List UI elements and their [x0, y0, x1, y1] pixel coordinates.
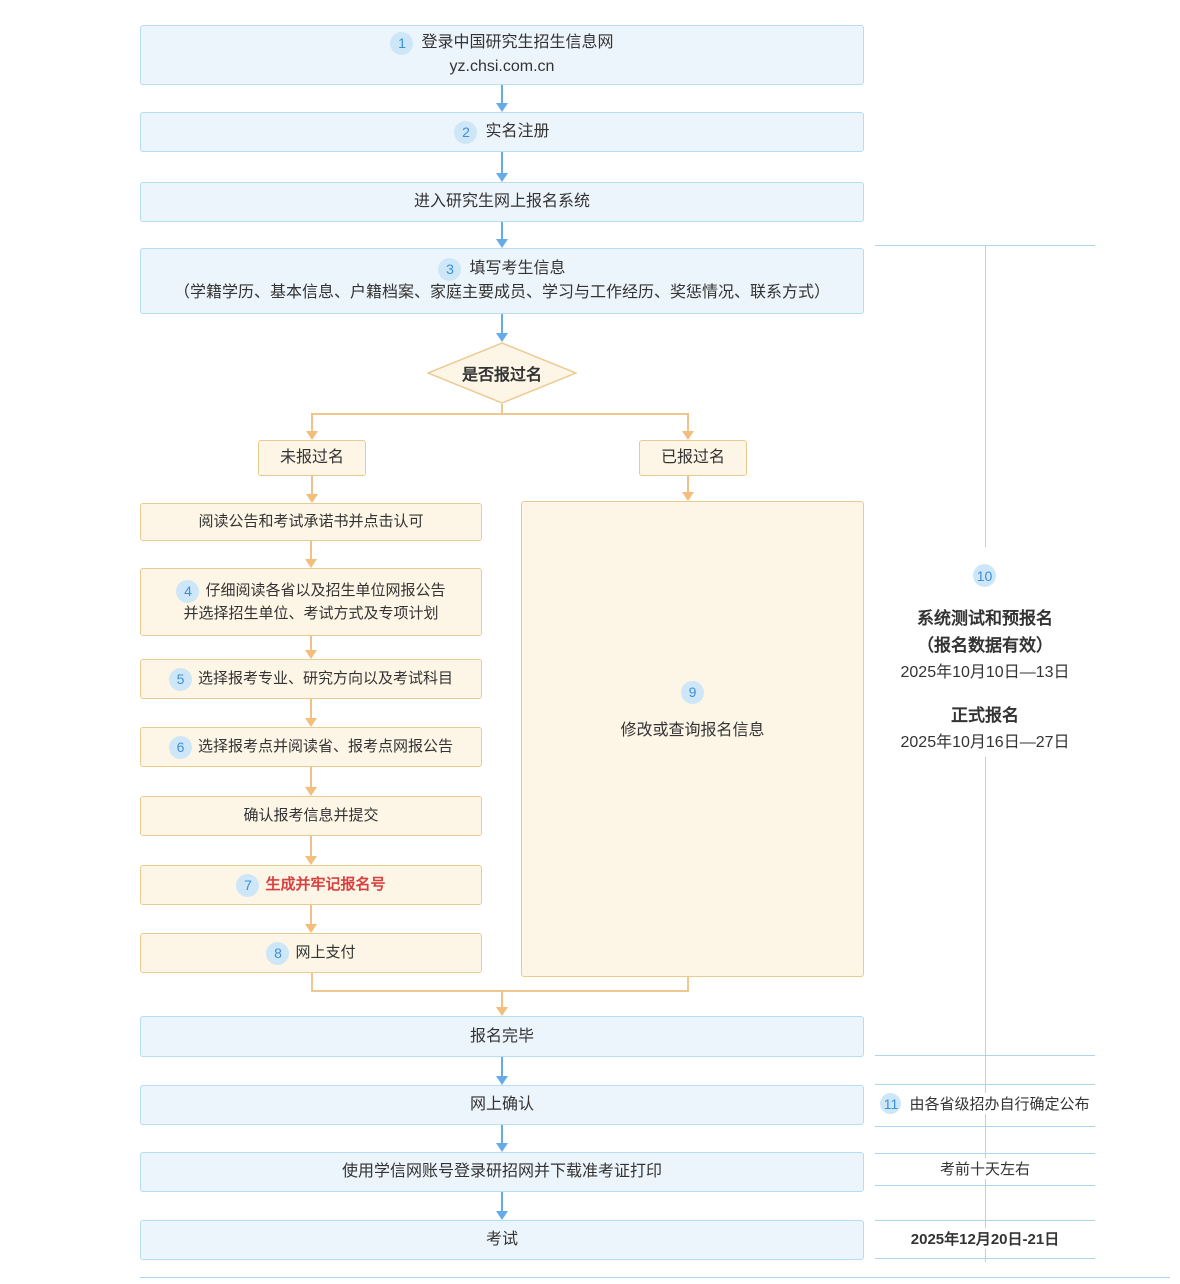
step4-line2: 并选择招生单位、考试方式及专项计划 [183, 604, 439, 622]
sidebar-divider [875, 1220, 1095, 1221]
step8-number-badge: 8 [266, 941, 290, 965]
section10-block: 系统测试和预报名 （报名数据有效） 2025年10月10日—13日 正式报名 2… [860, 605, 1110, 756]
confirm-submit-box: 确认报考信息并提交 [140, 796, 482, 836]
sidebar-divider [875, 1258, 1095, 1259]
exam-label: 考试 [485, 1231, 518, 1248]
step4-line1: 仔细阅读各省以及招生单位网报公告 [205, 582, 446, 599]
step6-label: 选择报考点并阅读省、报考点网报公告 [197, 738, 453, 755]
enter-system-label: 进入研究生网上报名系统 [413, 193, 590, 210]
step8-box: 8 网上支付 [140, 933, 482, 973]
arrow-down-icon [496, 85, 508, 112]
row11-block: 11 由各省级招办自行确定公布 [860, 1093, 1110, 1114]
decision-diamond: 是否报过名 [426, 342, 578, 404]
arrow-down-icon [305, 836, 317, 865]
arrow-down-icon [305, 767, 317, 796]
arrow-down-icon [682, 413, 694, 440]
arrow-down-icon [306, 476, 318, 503]
section10-title2: （报名数据有效） [917, 636, 1053, 655]
modify-query-label: 修改或查询报名信息 [620, 721, 765, 739]
exam-box: 考试 [140, 1220, 864, 1260]
section10-date2: 2025年10月16日—27日 [900, 734, 1070, 751]
read-notice-box: 阅读公告和考试承诺书并点击认可 [140, 503, 482, 541]
confirm-submit-label: 确认报考信息并提交 [243, 807, 379, 824]
branch-registered: 已报过名 [639, 440, 747, 476]
modify-query-box: 9 修改或查询报名信息 [521, 501, 864, 977]
connector-line [311, 973, 313, 991]
arrow-down-icon [306, 413, 318, 440]
step6-number-badge: 6 [168, 735, 192, 759]
sidebar-divider [875, 1153, 1095, 1154]
row11-label: 由各省级招办自行确定公布 [909, 1096, 1090, 1113]
done-label: 报名完毕 [469, 1027, 534, 1045]
branch-not-registered: 未报过名 [258, 440, 366, 476]
step4-box: 4 仔细阅读各省以及招生单位网报公告 并选择招生单位、考试方式及专项计划 [140, 568, 482, 636]
step1-number-badge: 1 [390, 31, 414, 55]
arrow-down-icon [496, 1057, 508, 1085]
confirm-time-block: 考前十天左右 [860, 1158, 1110, 1179]
step3-title: 填写考生信息 [469, 260, 566, 277]
step5-box: 5 选择报考专业、研究方向以及考试科目 [140, 659, 482, 699]
step3-detail: （学籍学历、基本信息、户籍档案、家庭主要成员、学习与工作经历、奖惩情况、联系方式… [173, 284, 830, 301]
arrow-down-icon [305, 636, 317, 659]
arrow-down-icon [496, 152, 508, 182]
arrow-down-icon [496, 990, 508, 1016]
decision-label: 是否报过名 [461, 367, 542, 384]
arrow-down-icon [305, 905, 317, 933]
sidebar-divider [875, 1084, 1095, 1085]
sidebar-divider [875, 1126, 1095, 1127]
sidebar-divider [875, 1055, 1095, 1056]
section10-title1: 系统测试和预报名 [917, 609, 1053, 628]
arrow-down-icon [305, 541, 317, 568]
arrow-down-icon [682, 476, 694, 501]
step2-number-badge: 2 [454, 120, 478, 144]
connector-line [501, 404, 503, 414]
step7-label: 生成并牢记报名号 [265, 876, 386, 893]
step5-label: 选择报考专业、研究方向以及考试科目 [197, 670, 453, 687]
read-notice-label: 阅读公告和考试承诺书并点击认可 [198, 513, 424, 530]
arrow-down-icon [496, 1125, 508, 1152]
print-ticket-label: 使用学信网账号登录研招网并下载准考证打印 [341, 1163, 662, 1180]
connector-line [311, 990, 689, 992]
step2-label: 实名注册 [485, 123, 550, 140]
arrow-down-icon [305, 699, 317, 727]
step1-url: yz.chsi.com.cn [449, 58, 555, 75]
exam-date-label: 2025年12月20日-21日 [902, 1228, 1068, 1249]
step8-label: 网上支付 [295, 944, 356, 961]
online-confirm-box: 网上确认 [140, 1085, 864, 1125]
step9-number-badge: 9 [680, 680, 704, 704]
arrow-down-icon [496, 1192, 508, 1220]
exam-date-block: 2025年12月20日-21日 [860, 1228, 1110, 1249]
diamond-shape-icon [426, 342, 578, 404]
section10-title3: 正式报名 [951, 706, 1019, 725]
step11-number-badge: 11 [880, 1093, 902, 1114]
step2-box: 2 实名注册 [140, 112, 864, 152]
section10-date1: 2025年10月10日—13日 [900, 664, 1070, 681]
enter-system-box: 进入研究生网上报名系统 [140, 182, 864, 222]
step3-number-badge: 3 [438, 257, 462, 281]
sidebar-vertical-line [985, 245, 986, 547]
connector-line [687, 977, 689, 991]
arrow-down-icon [496, 314, 508, 342]
step4-number-badge: 4 [176, 579, 200, 603]
step3-box: 3 填写考生信息 （学籍学历、基本信息、户籍档案、家庭主要成员、学习与工作经历、… [140, 248, 864, 314]
step7-number-badge: 7 [236, 873, 260, 897]
print-ticket-box: 使用学信网账号登录研招网并下载准考证打印 [140, 1152, 864, 1192]
step6-box: 6 选择报考点并阅读省、报考点网报公告 [140, 727, 482, 767]
step1-box: 1 登录中国研究生招生信息网 yz.chsi.com.cn [140, 25, 864, 85]
sidebar-divider [875, 1185, 1095, 1186]
online-confirm-label: 网上确认 [469, 1096, 534, 1113]
branch-registered-label: 已报过名 [660, 449, 725, 466]
step7-box: 7 生成并牢记报名号 [140, 865, 482, 905]
sidebar-vertical-line [985, 757, 986, 1262]
bottom-divider [140, 1277, 1170, 1278]
branch-not-registered-label: 未报过名 [279, 449, 344, 466]
step10-number-badge: 10 [973, 564, 996, 587]
confirm-time-label: 考前十天左右 [931, 1158, 1038, 1179]
connector-line [311, 413, 689, 415]
step5-number-badge: 5 [168, 667, 192, 691]
done-box: 报名完毕 [140, 1016, 864, 1057]
arrow-down-icon [496, 222, 508, 248]
step1-title: 登录中国研究生招生信息网 [421, 34, 614, 51]
